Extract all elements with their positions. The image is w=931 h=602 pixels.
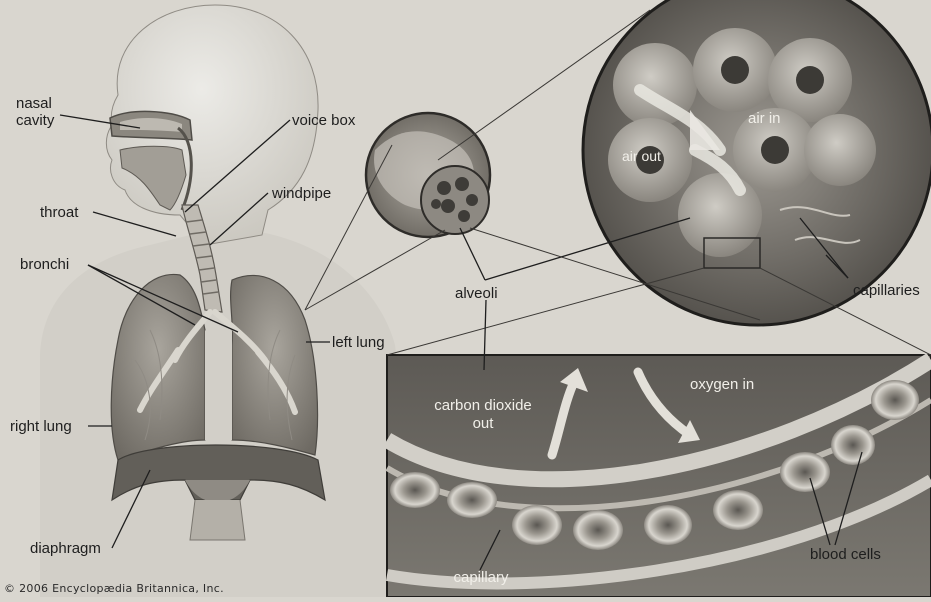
label-nasal-cavity: nasal cavity <box>16 95 54 129</box>
label-right-lung: right lung <box>10 418 72 435</box>
label-alveoli: alveoli <box>455 285 498 302</box>
label-carbon-dioxide-out: carbon dioxide out <box>418 397 548 433</box>
label-left-lung: left lung <box>332 334 385 351</box>
label-bronchi: bronchi <box>20 256 69 273</box>
lung-magnifier-circle <box>366 113 490 237</box>
label-air-in: air in <box>748 110 781 127</box>
label-blood-cells: blood cells <box>810 546 881 563</box>
label-diaphragm: diaphragm <box>30 540 101 557</box>
human-figure <box>40 5 405 597</box>
label-oxygen-in: oxygen in <box>690 376 780 394</box>
label-capillary: capillary <box>446 569 516 587</box>
label-air-out: air out <box>622 148 661 165</box>
label-throat: throat <box>40 204 78 221</box>
label-capillaries: capillaries <box>853 282 920 299</box>
label-windpipe: windpipe <box>272 185 331 202</box>
label-voice-box: voice box <box>292 112 355 129</box>
copyright-credit: © 2006 Encyclopædia Britannica, Inc. <box>4 582 224 595</box>
